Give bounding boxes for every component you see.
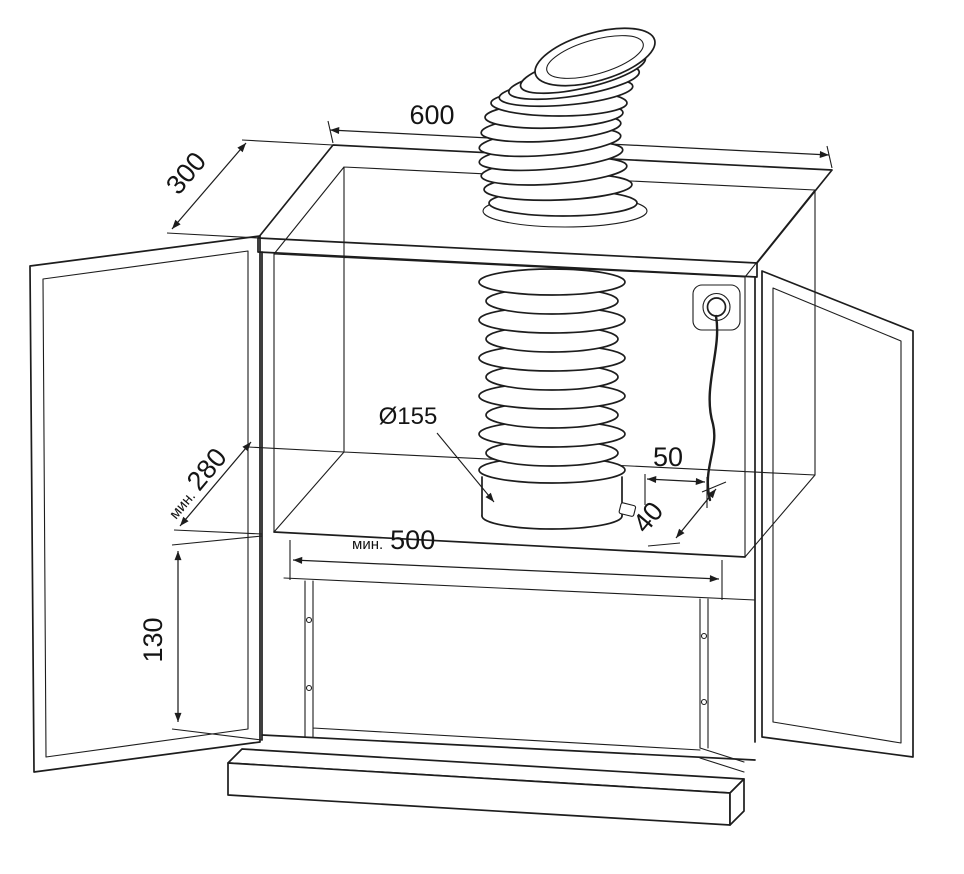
flexible-duct-lower xyxy=(478,268,626,484)
shelf-front-edge xyxy=(273,531,746,558)
power-cord xyxy=(706,314,719,502)
leader-line xyxy=(436,432,495,503)
rail-hole xyxy=(700,698,708,706)
duct-collar xyxy=(481,476,637,530)
extension-lines xyxy=(171,535,263,741)
dimension-line xyxy=(646,475,706,486)
dimension-min-width-500: мин.500 xyxy=(289,525,723,600)
dimension-line xyxy=(179,441,252,527)
right-door xyxy=(761,270,914,758)
dimension-width-600: 600 xyxy=(327,100,833,169)
flexible-duct-upper xyxy=(478,27,656,217)
duct-mouth-inner xyxy=(546,35,644,79)
lower-compartment-rails xyxy=(304,580,709,751)
extension-lines xyxy=(289,540,723,600)
dimension-line xyxy=(171,142,247,230)
rail-hole xyxy=(305,684,313,692)
right-door-outline xyxy=(761,270,914,758)
left-door-panel xyxy=(42,250,249,758)
duct-diameter-label: Ø155 xyxy=(379,403,438,430)
dimension-line xyxy=(675,488,717,539)
left-door-outline xyxy=(29,235,261,773)
dimension-height-130: 130 xyxy=(138,535,263,741)
dim-label-min-width: мин.500 xyxy=(352,525,435,555)
duct-mouth-outer xyxy=(534,27,656,87)
right-door-panel xyxy=(772,287,902,744)
bottom-bracket xyxy=(699,747,745,773)
plinth-bar xyxy=(227,748,745,826)
rail-hole xyxy=(305,616,313,624)
plinth-right-end xyxy=(729,778,745,826)
dimension-line xyxy=(292,556,720,583)
duct-diameter-callout: Ø155 xyxy=(379,403,495,503)
dim-label-height: 130 xyxy=(138,617,168,662)
collar-fill xyxy=(482,477,622,516)
dim-label-width: 600 xyxy=(409,100,454,130)
rail-hole xyxy=(700,632,708,640)
extension-lines xyxy=(173,446,345,535)
extension-lines xyxy=(166,139,334,239)
clamp-screw xyxy=(618,502,637,517)
left-door xyxy=(29,235,261,773)
dim-label-offset-50: 50 xyxy=(653,442,683,472)
cabinet-bottom-front-edge xyxy=(261,734,756,761)
cabinet-top-face xyxy=(257,144,833,264)
cabinet-top-front-edge xyxy=(257,237,758,278)
